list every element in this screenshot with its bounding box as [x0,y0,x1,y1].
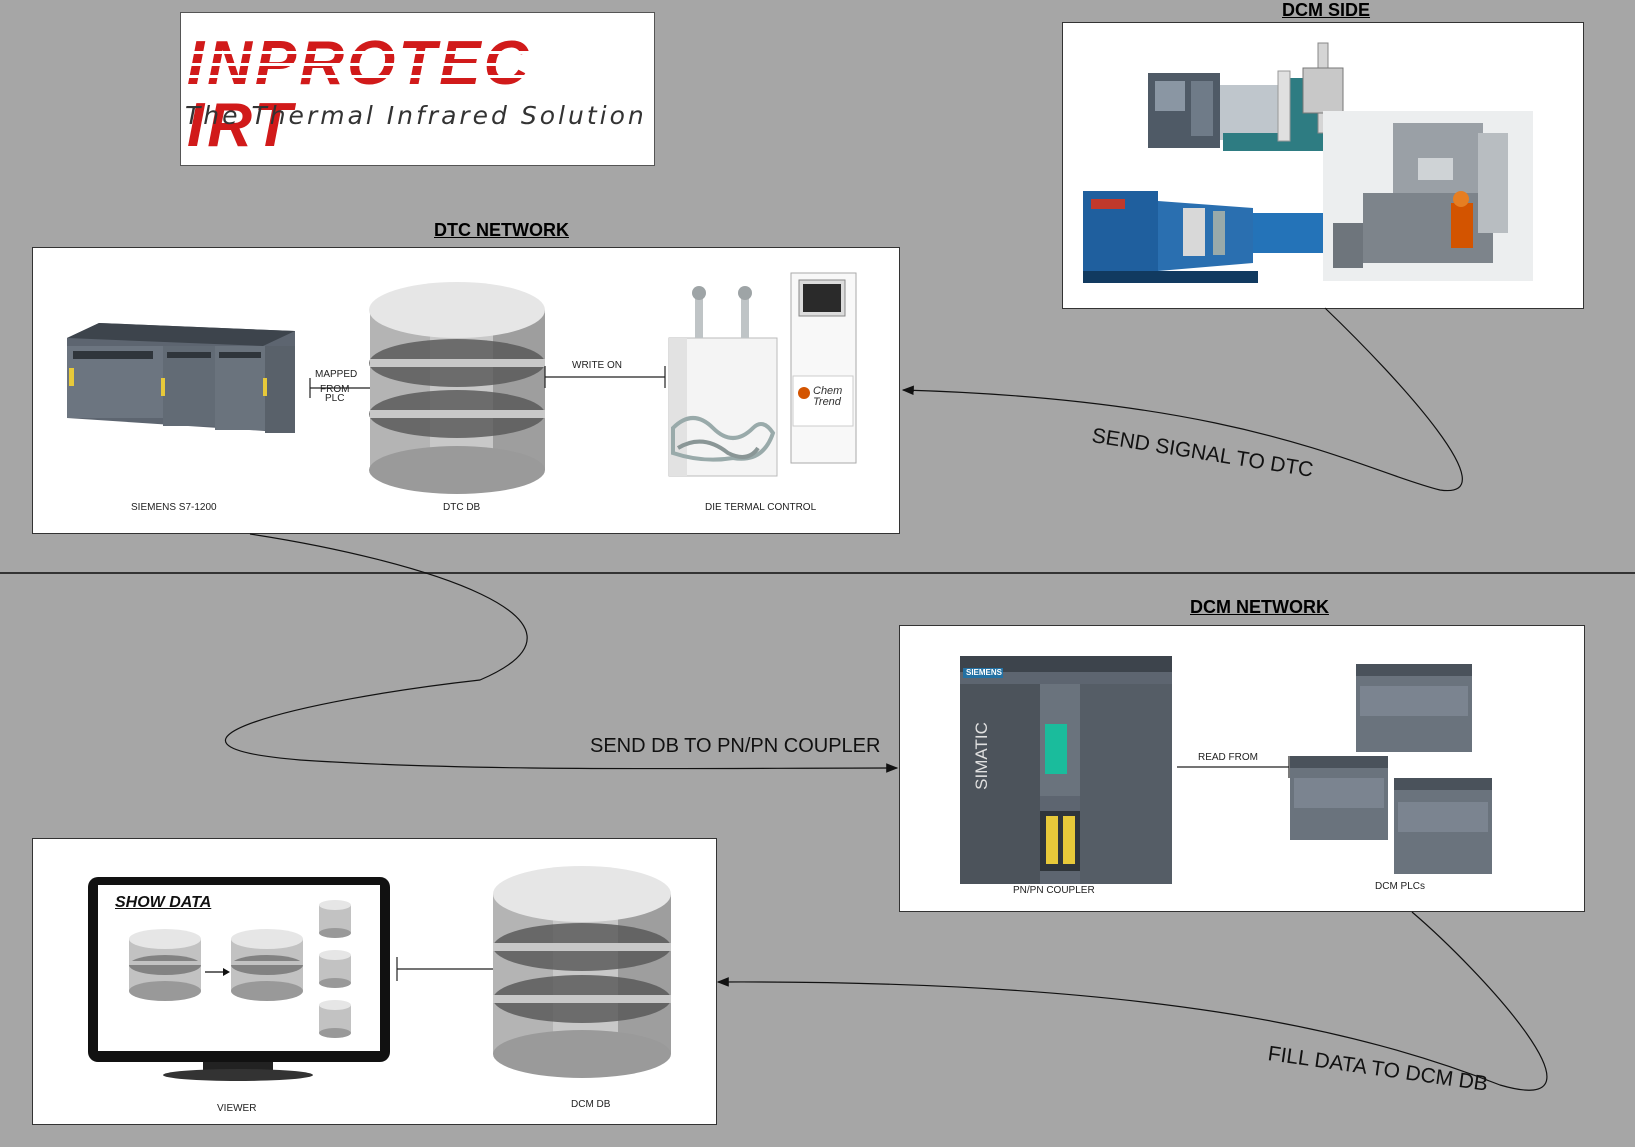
logo-stripe [181,75,654,78]
dcm-plc-icon [1356,664,1472,752]
dcm-db-caption: DCM DB [571,1099,611,1110]
dcm-network-title: DCM NETWORK [1190,597,1329,617]
dtc-network-diagram [67,272,857,494]
die-casting-machine-icon [1148,42,1344,151]
monitor-icon [88,877,390,1081]
database-icon [319,1000,351,1038]
dcm-plcs-caption: DCM PLCs [1375,881,1426,892]
dtc-network-title: DTC NETWORK [434,220,569,240]
chemtrend-label: Chem Trend [813,385,843,408]
send-signal-arrow [901,307,1463,492]
casting-cell-icon [1323,111,1533,281]
die-thermal-control-caption: DIE TERMAL CONTROL [705,502,817,513]
company-logo: INPROTEC IRT The Thermal Infrared Soluti… [180,12,655,166]
pnpn-coupler-caption: PN/PN COUPLER [1013,885,1095,896]
dcm-database-icon [493,866,671,1078]
read-from-label: READ FROM [1198,752,1258,763]
siemens-brand-label: SIEMENS [966,668,1003,677]
database-icon [129,929,201,1001]
dcm-side-panel [1062,22,1584,309]
database-icon [319,950,351,988]
fill-data-arrow [716,911,1548,1091]
logo-stripe [181,63,654,66]
logo-stripe [181,51,654,54]
dcm-network-panel: SIEMENS SIMATIC READ FROM PN/PN COUPLER … [899,625,1585,912]
logo-tagline: The Thermal Infrared Solution [185,101,647,130]
viewer-diagram [88,866,671,1081]
dtc-network-panel: MAPPED FROM PLC WRITE ON Chem Trend SIEM… [32,247,900,534]
database-icon [319,900,351,938]
mapped-label: MAPPED [315,369,358,380]
dcm-side-title: DCM SIDE [1282,0,1371,20]
dcm-plc-icon [1290,756,1388,840]
database-icon [231,929,303,1001]
dcm-network-diagram [960,656,1492,884]
die-casting-machines-illustration [1083,42,1533,283]
viewer-caption: VIEWER [217,1103,257,1114]
siemens-plc-icon [67,323,295,433]
viewer-panel: SHOW DATA VIEWER DCM DB [32,838,717,1125]
siemens-s7-caption: SIEMENS S7-1200 [131,502,217,513]
send-db-arrow [224,533,899,773]
mapped-plc-label: PLC [325,393,345,404]
mapped-from-label: FROM [320,384,350,395]
network-separator [0,572,1635,574]
dcm-plc-icon [1394,778,1492,874]
send-db-label: SEND DB TO PN/PN COUPLER [590,735,881,757]
show-data-title: SHOW DATA [115,894,212,911]
write-on-label: WRITE ON [572,360,622,371]
dtc-db-caption: DTC DB [443,502,481,513]
injection-machine-icon [1083,191,1323,283]
die-thermal-control-icon [668,272,857,477]
pnpn-coupler-icon [960,656,1172,884]
dtc-database-icon [369,282,545,494]
